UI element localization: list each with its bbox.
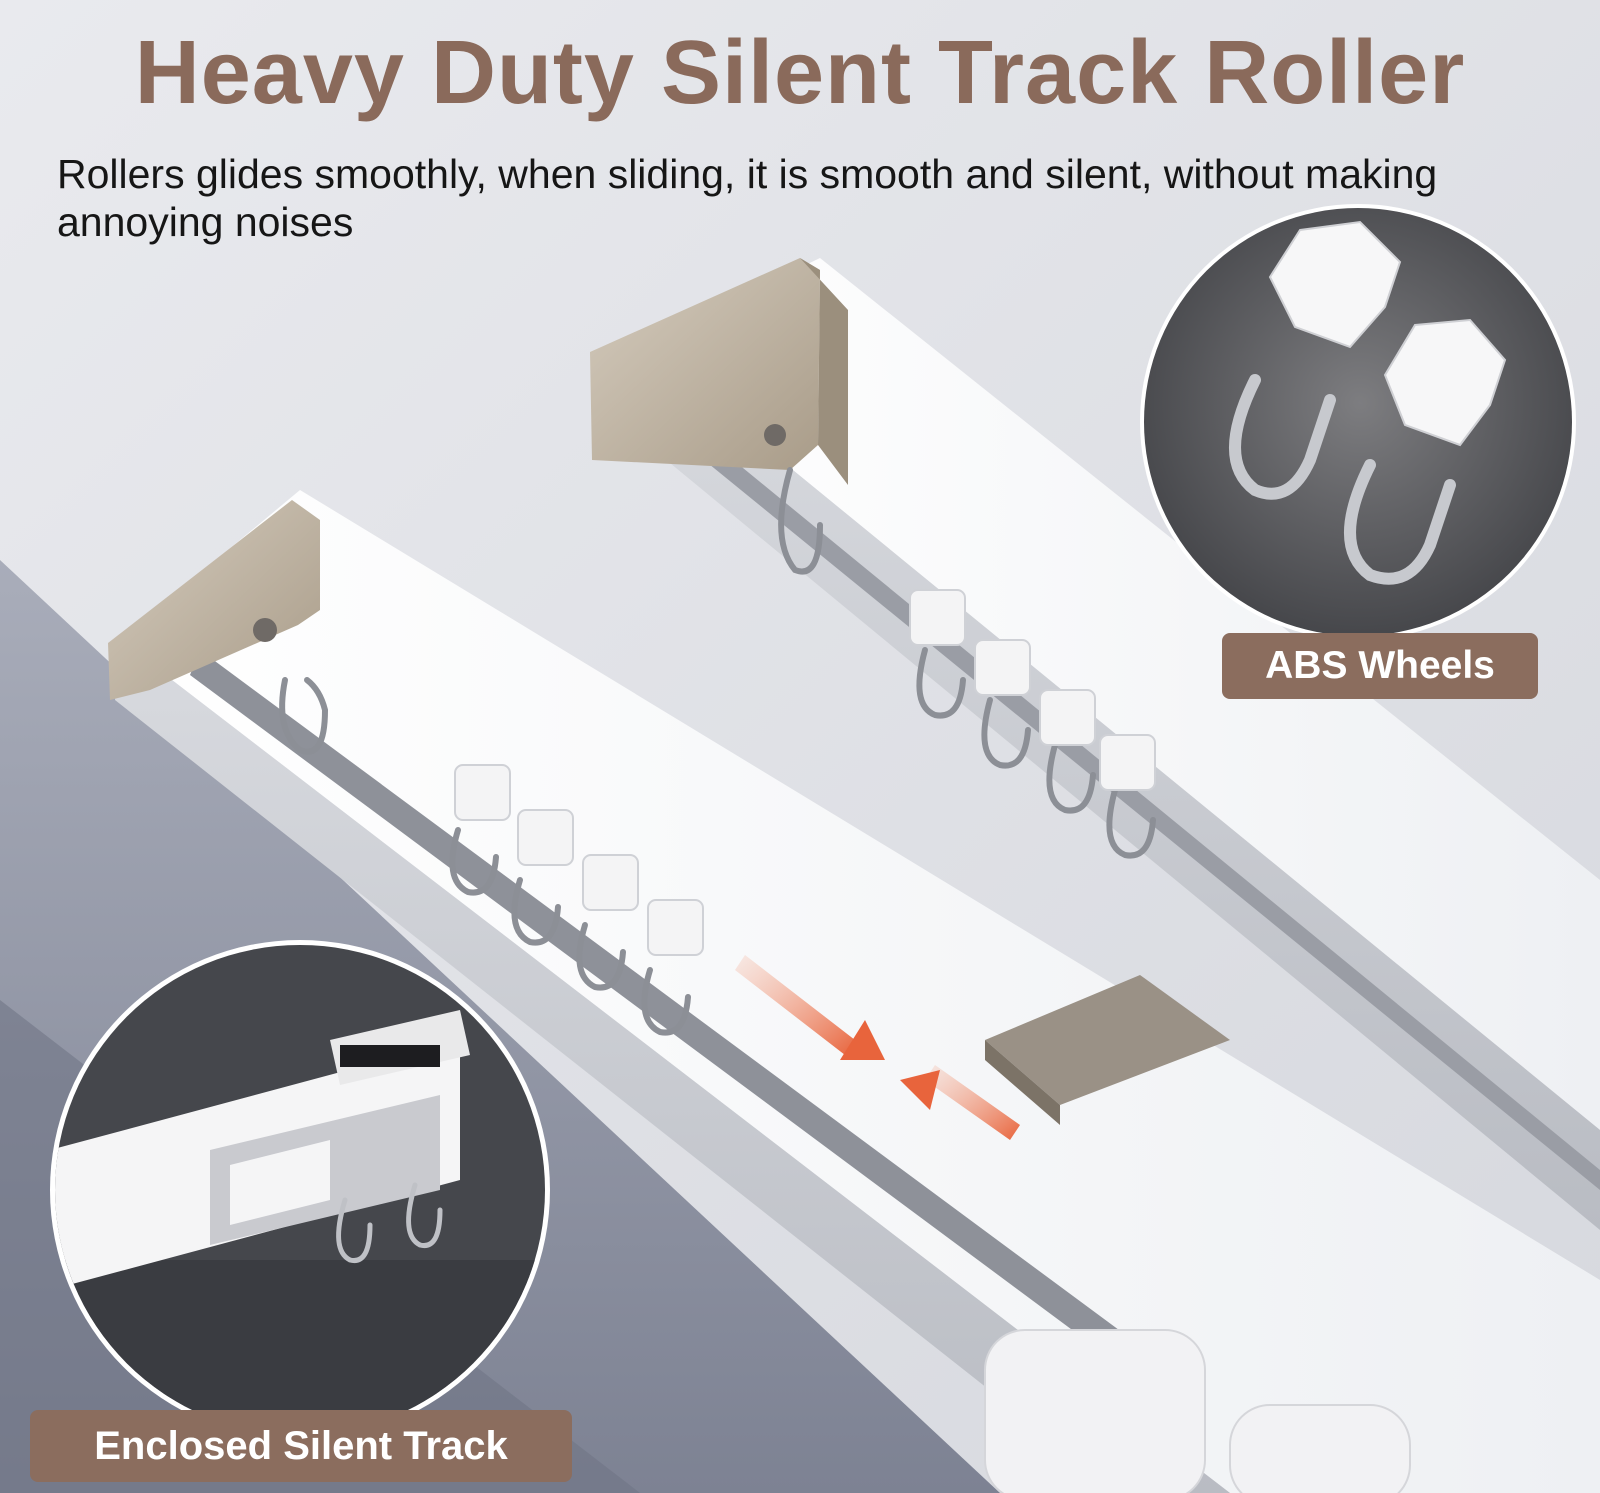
slide-arrows: [735, 955, 1020, 1140]
abs-wheels-label: ABS Wheels: [1265, 644, 1495, 687]
enclosed-track-badge: Enclosed Silent Track: [30, 1410, 572, 1482]
enclosed-track-label: Enclosed Silent Track: [94, 1423, 508, 1468]
abs-wheel-1: [1229, 220, 1402, 500]
end-bracket-back: [590, 258, 848, 485]
description-text: Rollers glides smoothly, when sliding, i…: [57, 151, 1438, 245]
abs-wheels-badge: ABS Wheels: [1222, 633, 1538, 699]
abs-wheel-2: [1344, 318, 1507, 585]
page-title: Heavy Duty Silent Track Roller: [134, 23, 1466, 123]
end-bracket-front: [108, 500, 320, 700]
